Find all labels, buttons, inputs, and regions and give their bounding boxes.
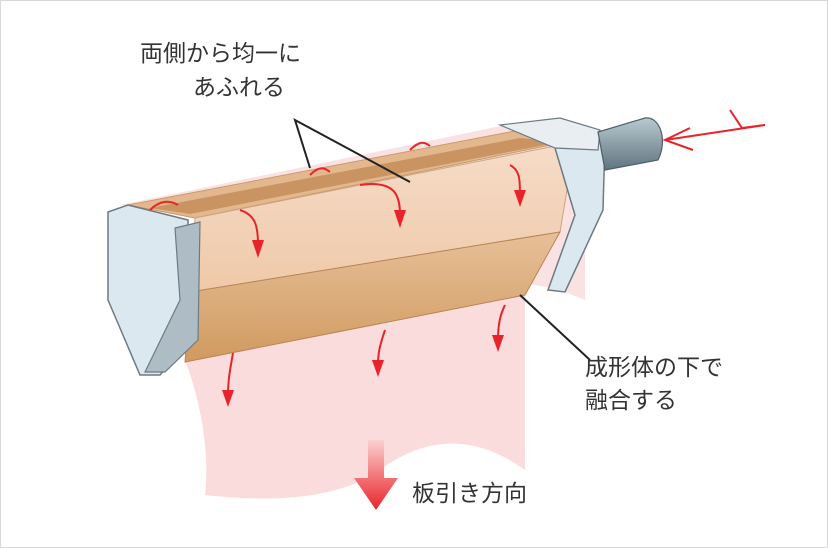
inlet-pipe [597,117,663,171]
left-end-plate-edge [144,221,201,373]
overflow-label-line2: あふれる [193,75,285,101]
inflow-arrow-icon [662,109,766,151]
fusion-label-line2: 融合する [585,388,677,414]
overflow-label-line1: 両側から均一に [140,41,301,67]
draw-direction-label: 板引き方向 [412,481,527,507]
leader-lines [293,117,591,361]
arrowheads [222,190,526,407]
draw-direction-arrow-icon [354,440,398,510]
trough-channel [150,138,560,214]
fusion-label-line1: 成形体の下で [585,355,723,381]
